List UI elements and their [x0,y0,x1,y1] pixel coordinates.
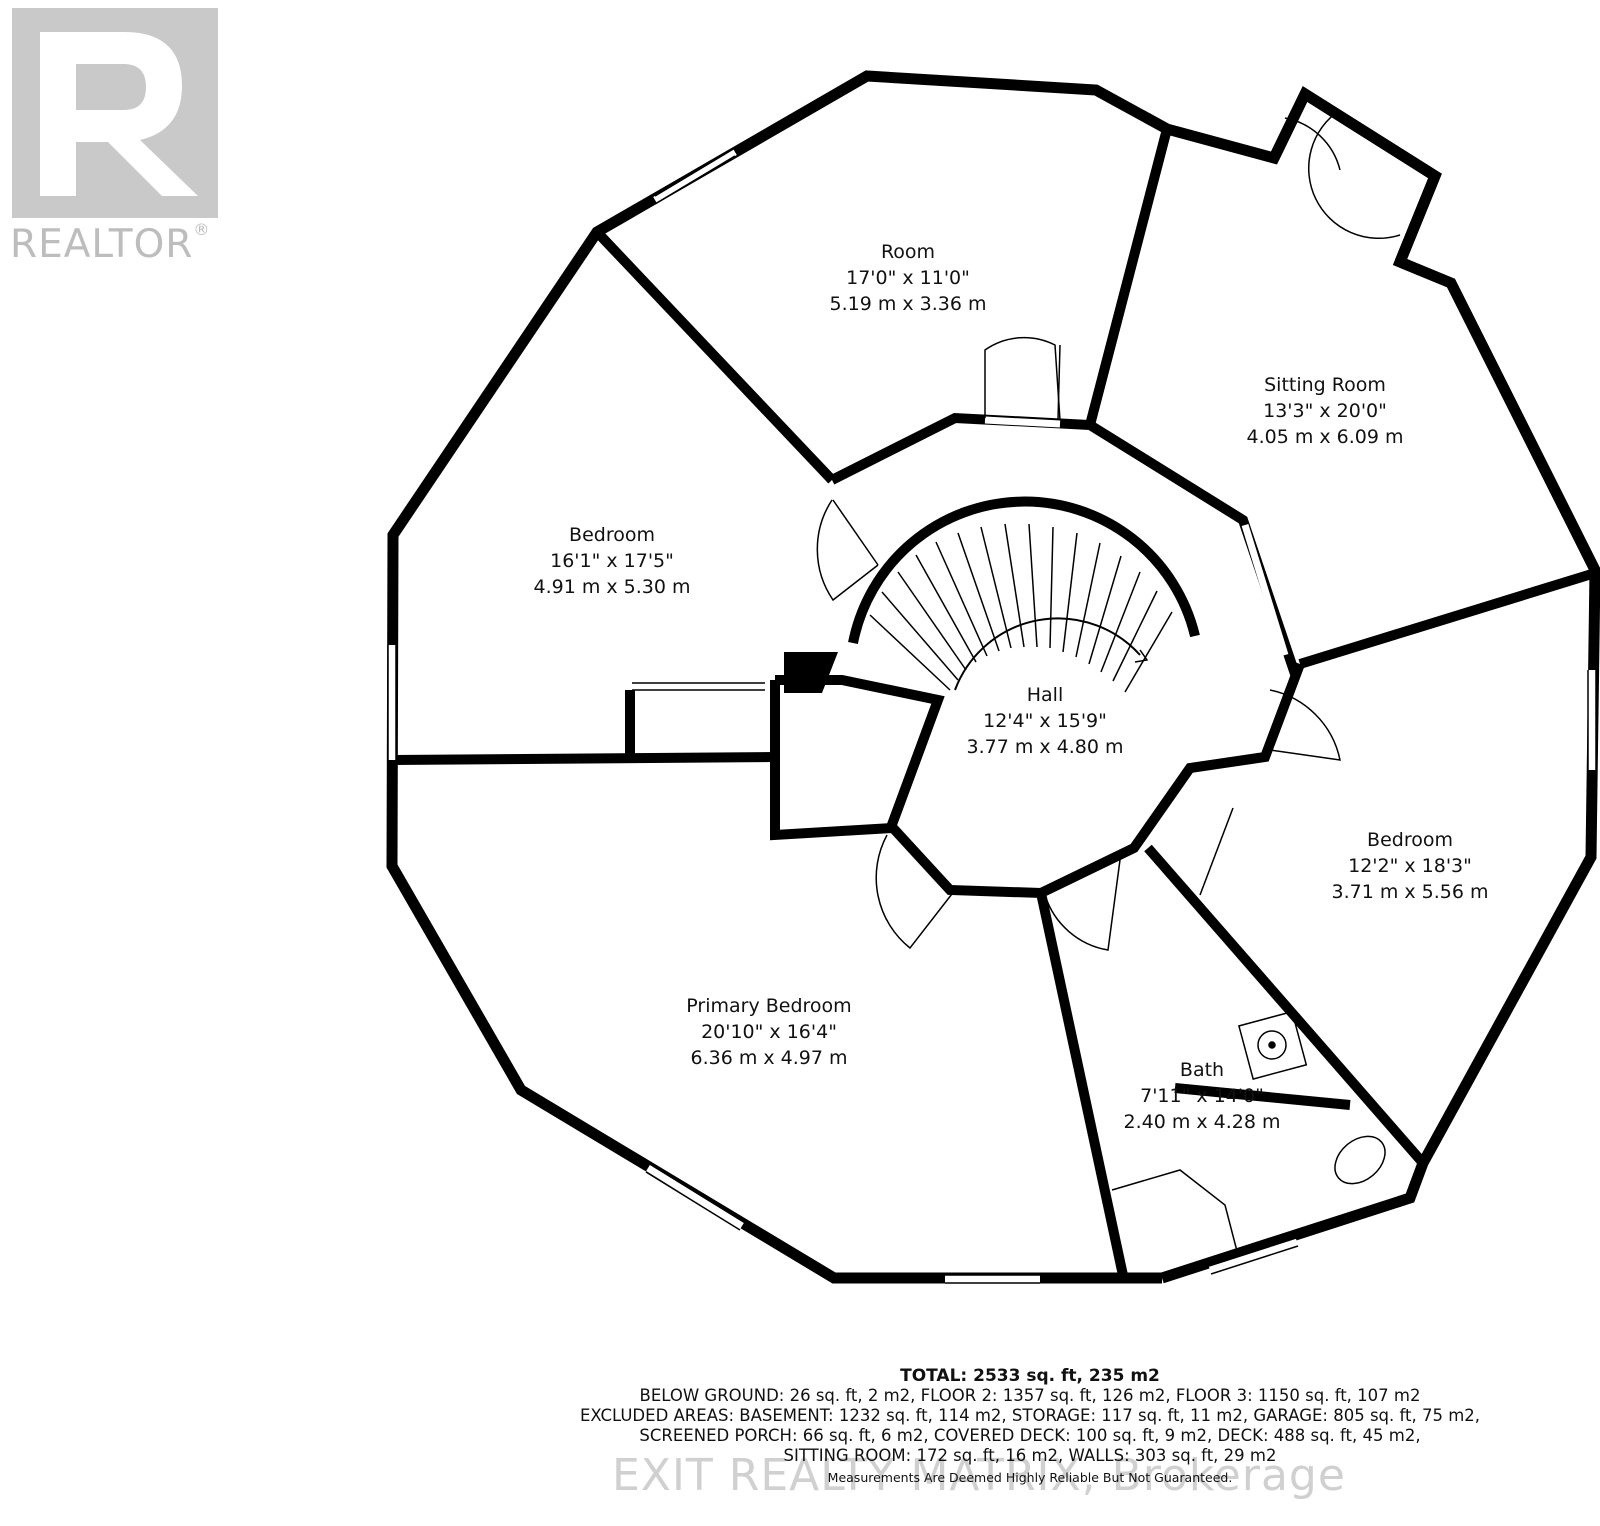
room-label-room: Room 17'0" x 11'0" 5.19 m x 3.36 m [829,239,986,317]
room-imperial: 12'4" x 15'9" [983,710,1107,732]
room-name: Room [880,241,936,263]
room-imperial: 7'11" x 14'0" [1140,1085,1264,1107]
tower-wall [1269,86,1442,265]
realtor-logo: REALTOR® [10,8,240,278]
summary-total: TOTAL: 2533 sq. ft, 235 m2 [900,1366,1160,1386]
room-name: Bedroom [569,524,655,546]
room-name: Hall [1026,684,1064,706]
door-swings [816,109,1401,951]
windows [388,148,1596,1283]
summary-note: Measurements Are Deemed Highly Reliable … [827,1470,1233,1485]
room-name: Sitting Room [1264,374,1386,396]
summary-line: BELOW GROUND: 26 sq. ft, 2 m2, FLOOR 2: … [639,1386,1421,1405]
realtor-r-icon [40,32,198,196]
room-imperial: 17'0" x 11'0" [846,267,970,289]
room-label-sitting-room: Sitting Room 13'3" x 20'0" 4.05 m x 6.09… [1246,372,1403,450]
room-metric: 4.91 m x 5.30 m [533,576,691,598]
closet [632,682,765,691]
staircase [848,496,1200,693]
room-label-bedroom-west: Bedroom 16'1" x 17'5" 4.91 m x 5.30 m [533,522,690,600]
chimney-block [784,652,838,693]
room-metric: 3.77 m x 4.80 m [966,736,1124,758]
room-label-hall: Hall 12'4" x 15'9" 3.77 m x 4.80 m [966,682,1123,760]
outer-wall [386,70,1600,1284]
room-imperial: 16'1" x 17'5" [550,550,674,572]
room-label-bedroom-east: Bedroom 12'2" x 18'3" 3.71 m x 5.56 m [1331,827,1488,905]
summary-line: EXCLUDED AREAS: BASEMENT: 1232 sq. ft, 1… [579,1406,1481,1425]
room-metric: 5.19 m x 3.36 m [829,293,987,315]
room-metric: 6.36 m x 4.97 m [690,1047,848,1069]
room-name: Primary Bedroom [686,995,852,1017]
room-metric: 3.71 m x 5.56 m [1331,881,1489,903]
room-imperial: 13'3" x 20'0" [1263,400,1387,422]
realtor-logo-text: REALTOR® [10,220,211,267]
room-metric: 2.40 m x 4.28 m [1123,1111,1281,1133]
room-name: Bedroom [1367,829,1453,851]
bath-fixtures [1111,1010,1386,1256]
room-name: Bath [1179,1059,1225,1081]
room-label-primary-bedroom: Primary Bedroom 20'10" x 16'4" 6.36 m x … [686,993,851,1071]
summary-line: SCREENED PORCH: 66 sq. ft, 6 m2, COVERED… [639,1426,1421,1445]
room-imperial: 20'10" x 16'4" [701,1021,837,1043]
area-summary: TOTAL: 2533 sq. ft, 235 m2 BELOW GROUND:… [490,1366,1570,1488]
room-imperial: 12'2" x 18'3" [1348,855,1472,877]
brokerage-watermark: EXIT REALTY MATRIX, Brokerage [612,1450,1346,1501]
room-metric: 4.05 m x 6.09 m [1246,426,1404,448]
window-lines [387,147,1597,1284]
summary-line: SITTING ROOM: 172 sq. ft, 16 m2, WALLS: … [783,1446,1277,1465]
room-label-bath: Bath 7'11" x 14'0" 2.40 m x 4.28 m [1123,1057,1280,1135]
